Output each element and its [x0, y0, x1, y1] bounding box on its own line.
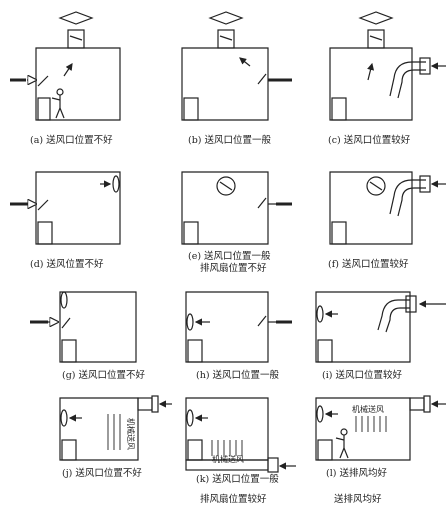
exhaust-fan-icon [186, 313, 194, 331]
caption-g: (g) 送风口位置不好 [62, 370, 146, 381]
supply-duct-icon [409, 397, 425, 411]
panel-e [181, 171, 292, 245]
exhaust-fan-icon [67, 29, 85, 49]
exhaust-fan-icon [366, 176, 386, 196]
supply-duct-icon [389, 61, 426, 97]
exhaust-fan-icon [112, 175, 120, 193]
caption-l-sub: 送排风均好 [334, 494, 382, 505]
panel-i [315, 291, 446, 363]
panel-g [30, 291, 137, 363]
panel-b [181, 11, 292, 121]
mech-supply-label-l: 机械送风 [352, 404, 384, 414]
worker-icon [340, 428, 348, 436]
panel-h [185, 291, 292, 363]
panel-c [329, 11, 446, 121]
caption-k: (k) 送风口位置一般 [196, 474, 279, 485]
panel-l [315, 395, 446, 461]
caption-e-line2: 排风扇位置不好 [200, 263, 267, 274]
caption-b: (b) 送风口位置一般 [188, 135, 272, 146]
exhaust-fan-icon [60, 409, 68, 427]
panel-d [10, 171, 121, 245]
caption-a: (a) 送风口位置不好 [30, 135, 113, 146]
mech-supply-label-j: 机械送风 [126, 418, 136, 450]
roof-cap-icon [208, 11, 244, 25]
panel-k [185, 397, 296, 473]
worker-icon [56, 88, 64, 96]
roof-cap-icon [58, 11, 94, 25]
roof-cap-icon [358, 11, 394, 25]
caption-k-sub: 排风扇位置较好 [200, 494, 267, 505]
mech-supply-label-k: 机械送风 [212, 454, 244, 464]
panel-a [10, 11, 121, 121]
supply-duct-icon [377, 299, 410, 331]
caption-c: (c) 送风口位置较好 [328, 135, 411, 146]
caption-l: (l) 送排风均好 [326, 468, 387, 479]
exhaust-fan-icon [316, 405, 324, 423]
panel-f [329, 171, 446, 245]
caption-h: (h) 送风口位置一般 [196, 370, 280, 381]
exhaust-fan-icon [316, 305, 324, 323]
exhaust-fan-icon [367, 29, 385, 49]
exhaust-fan-icon [60, 291, 68, 309]
exhaust-fan-icon [216, 176, 236, 196]
panel-j [59, 395, 172, 461]
exhaust-fan-icon [217, 29, 235, 49]
supply-duct-icon [389, 179, 426, 215]
caption-d: (d) 送风位置不好 [30, 259, 104, 270]
caption-f: (f) 送风口位置较好 [328, 259, 409, 270]
exhaust-fan-icon [186, 409, 194, 427]
workbench-icon [37, 97, 51, 121]
caption-e-line1: (e) 送风口位置一般 [188, 251, 271, 262]
caption-j: (j) 送风口位置不好 [62, 468, 142, 479]
supply-duct-icon [137, 397, 153, 411]
caption-i: (i) 送风口位置较好 [322, 370, 402, 381]
